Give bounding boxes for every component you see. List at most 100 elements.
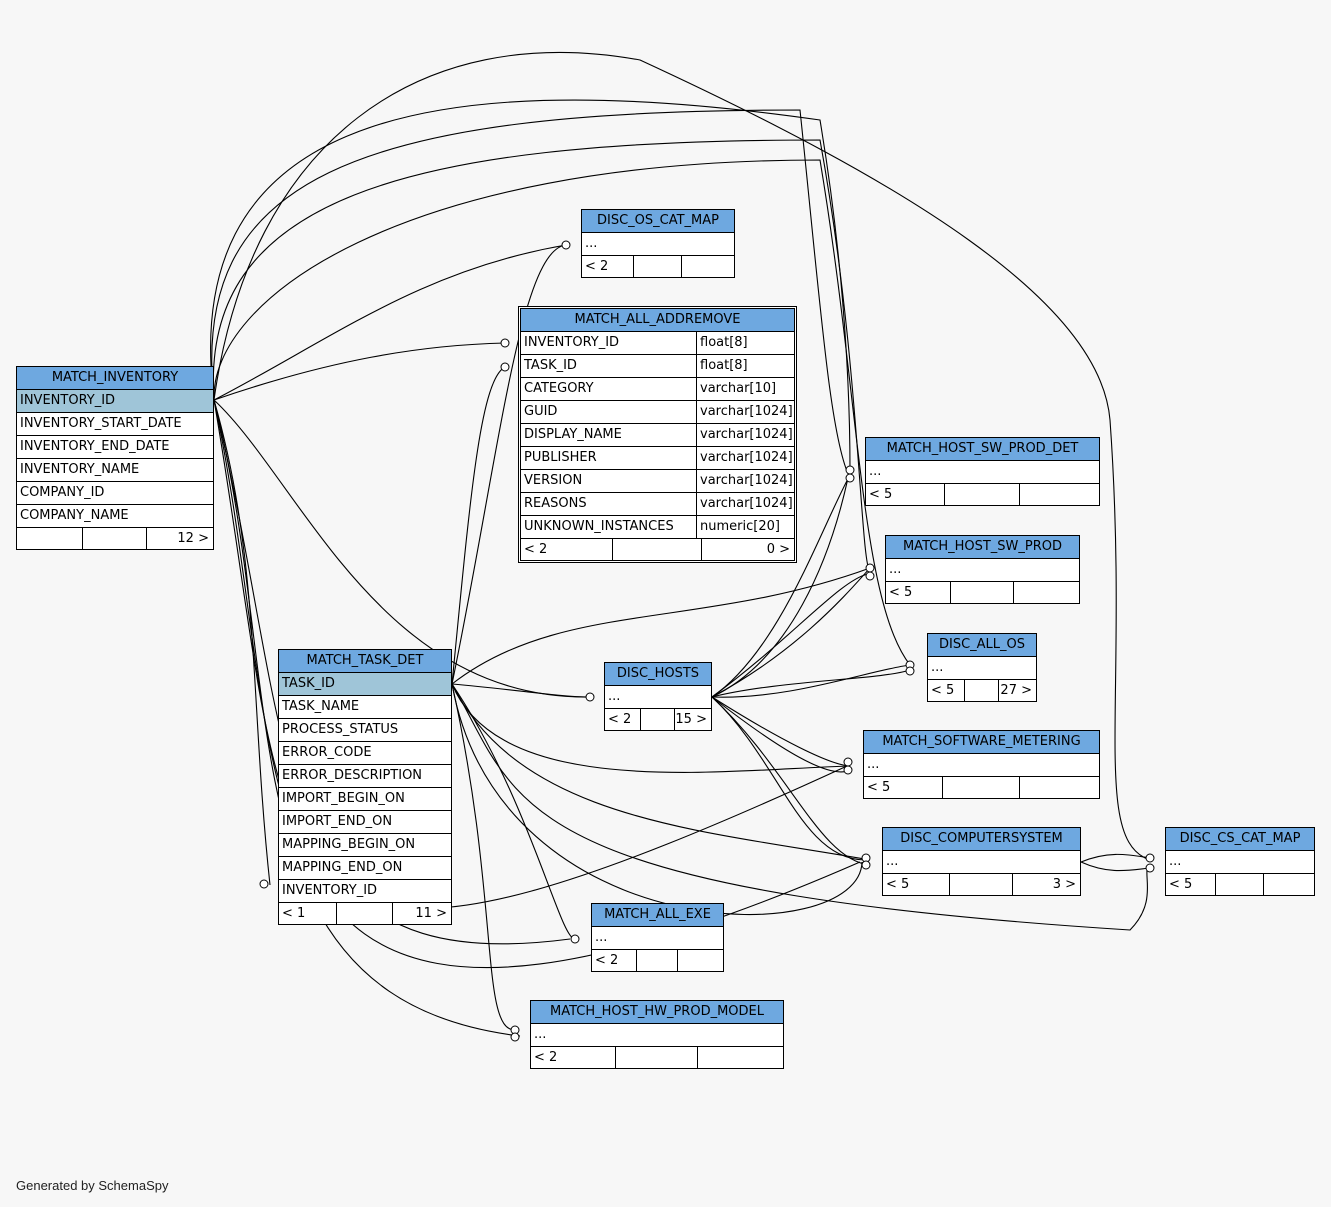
parent-count: < 2 <box>585 259 609 274</box>
optional-end-marker <box>861 860 871 870</box>
column-row[interactable]: ... <box>1166 851 1314 874</box>
footer-cell <box>82 528 145 549</box>
column-name: CATEGORY <box>524 381 594 396</box>
child-count: 3 > <box>1012 874 1080 895</box>
parent-count: < 2 <box>595 953 619 968</box>
column-row[interactable]: ERROR_DESCRIPTION <box>279 765 451 788</box>
column-row[interactable]: ... <box>582 233 734 256</box>
column-row[interactable]: ... <box>866 461 1099 484</box>
column-row[interactable]: ... <box>886 559 1079 582</box>
relationship-edge <box>711 696 871 866</box>
column-row[interactable]: ... <box>605 686 711 709</box>
column-row[interactable]: ... <box>864 754 1099 777</box>
table-match-host-sw-prod[interactable]: MATCH_HOST_SW_PROD...< 5 <box>885 535 1080 604</box>
column-name: PUBLISHER <box>524 450 597 465</box>
column-row[interactable]: ... <box>592 927 723 950</box>
column-name: INVENTORY_ID <box>20 393 116 408</box>
parent-count: < 5 <box>869 487 893 502</box>
column-row[interactable]: ... <box>531 1024 783 1047</box>
column-name: MAPPING_END_ON <box>282 860 403 875</box>
table-title[interactable]: DISC_HOSTS <box>605 663 711 686</box>
relationship-edge <box>212 139 871 573</box>
table-match-inventory[interactable]: MATCH_INVENTORY INVENTORY_ID INVENTORY_STA… <box>16 366 214 550</box>
table-title[interactable]: MATCH_HOST_SW_PROD <box>886 536 1079 559</box>
table-title[interactable]: MATCH_ALL_ADDREMOVE <box>521 309 794 332</box>
column-row[interactable]: PROCESS_STATUS <box>279 719 451 742</box>
column-name: ... <box>931 660 944 675</box>
table-match-software-metering[interactable]: MATCH_SOFTWARE_METERING... < 5 <box>863 730 1100 799</box>
column-name: COMPANY_NAME <box>20 508 129 523</box>
column-row[interactable]: ... <box>883 851 1080 874</box>
child-count: 12 > <box>145 528 213 549</box>
column-row[interactable]: INVENTORY_END_DATE <box>17 436 213 459</box>
column-row[interactable]: MAPPING_END_ON <box>279 857 451 880</box>
column-name: COMPANY_ID <box>20 485 105 500</box>
table-title[interactable]: MATCH_HOST_SW_PROD_DET <box>866 438 1099 461</box>
table-match-host-sw-prod-det[interactable]: MATCH_HOST_SW_PROD_DET... < 5 <box>865 437 1100 506</box>
column-row[interactable]: TASK_ID <box>279 673 451 696</box>
table-title[interactable]: MATCH_HOST_HW_PROD_MODEL <box>531 1001 783 1024</box>
child-count: 11 > <box>391 903 451 924</box>
relationship-edge <box>451 683 871 861</box>
table-disc-cs-cat-map[interactable]: DISC_CS_CAT_MAP...< 5 <box>1165 827 1315 896</box>
table-footer: < 2 <box>531 1047 783 1068</box>
table-title[interactable]: MATCH_SOFTWARE_METERING <box>864 731 1099 754</box>
optional-end-marker <box>905 666 915 676</box>
column-row[interactable]: INVENTORY_NAME <box>17 459 213 482</box>
footer-cell <box>640 709 673 730</box>
parent-count: < 1 <box>282 906 306 921</box>
table-title[interactable]: MATCH_INVENTORY <box>17 367 213 390</box>
relationship-edge <box>213 342 506 401</box>
column-row[interactable]: COMPANY_NAME <box>17 505 213 528</box>
column-row[interactable]: INVENTORY_ID <box>17 390 213 413</box>
parent-count: < 2 <box>524 542 548 557</box>
column-row[interactable]: ... <box>928 657 1036 680</box>
optional-end-marker <box>500 362 510 372</box>
optional-end-marker <box>259 879 269 889</box>
table-title[interactable]: DISC_OS_CAT_MAP <box>582 210 734 233</box>
table-match-all-exe[interactable]: MATCH_ALL_EXE... < 2 <box>591 903 724 972</box>
column-row[interactable]: INVENTORY_ID <box>279 880 451 903</box>
table-title[interactable]: DISC_COMPUTERSYSTEM <box>883 828 1080 851</box>
table-title[interactable]: MATCH_TASK_DET <box>279 650 451 673</box>
column-name: INVENTORY_END_DATE <box>20 439 170 454</box>
parent-count: < 5 <box>867 780 891 795</box>
table-footer: < 2 <box>592 950 723 971</box>
table-disc-os-cat-map[interactable]: DISC_OS_CAT_MAP... < 2 <box>581 209 735 278</box>
relationship-edge <box>711 573 869 698</box>
parent-count: < 2 <box>608 712 632 727</box>
relationship-edge <box>213 159 911 666</box>
column-row[interactable]: COMPANY_ID <box>17 482 213 505</box>
column-row[interactable]: IMPORT_BEGIN_ON <box>279 788 451 811</box>
table-footer: < 2 <box>582 256 734 277</box>
column-name: ... <box>886 854 899 869</box>
column-row[interactable]: TASK_NAME <box>279 696 451 719</box>
table-title[interactable]: DISC_ALL_OS <box>928 634 1036 657</box>
optional-end-marker <box>843 765 853 775</box>
table-footer: < 5 <box>1166 874 1314 895</box>
table-title[interactable]: DISC_CS_CAT_MAP <box>1166 828 1314 851</box>
column-name: ... <box>889 562 902 577</box>
table-match-host-hw-prod-model[interactable]: MATCH_HOST_HW_PROD_MODEL...< 2 <box>530 1000 784 1069</box>
column-row[interactable]: INVENTORY_START_DATE <box>17 413 213 436</box>
column-name: INVENTORY_ID <box>282 883 378 898</box>
column-row[interactable]: MAPPING_BEGIN_ON <box>279 834 451 857</box>
column-row[interactable]: ERROR_CODE <box>279 742 451 765</box>
table-title[interactable]: MATCH_ALL_EXE <box>592 904 723 927</box>
column-row[interactable]: IMPORT_END_ON <box>279 811 451 834</box>
